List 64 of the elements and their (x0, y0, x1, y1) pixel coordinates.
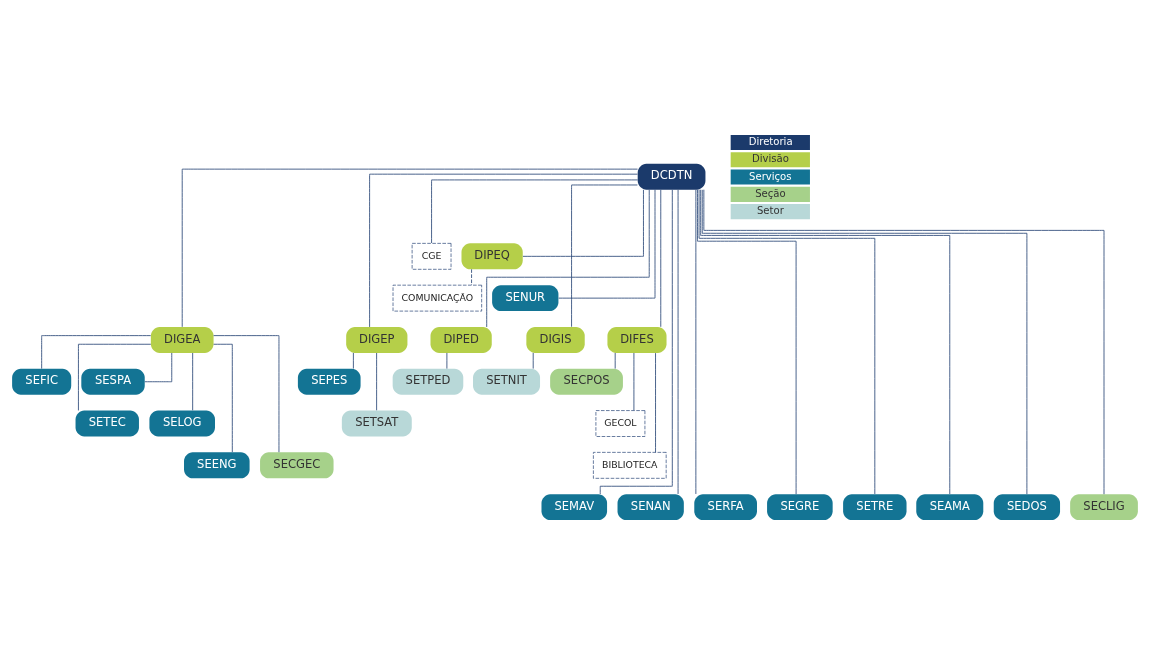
node-box: SEDOS (993, 494, 1061, 521)
connector (41, 335, 152, 370)
legend-label: Serviços (749, 170, 792, 182)
node-box: SECLIG (1070, 494, 1138, 521)
node-box: COMUNICAÇÃO (392, 284, 483, 312)
node-box: DIGEA (150, 326, 214, 353)
node-box: SESPA (81, 368, 145, 395)
node-box: DIGIS (526, 326, 585, 353)
node-box: SEFIC (12, 368, 72, 395)
node-box: GECOL (595, 410, 646, 437)
connector (471, 268, 472, 286)
connector (213, 335, 280, 453)
connector (695, 189, 697, 495)
node-box: SERFA (694, 494, 757, 521)
connector (677, 189, 679, 495)
node-box: SELOG (149, 410, 215, 437)
node-box: SECGEC (260, 452, 334, 479)
node-box: SENAN (617, 494, 684, 521)
connector (352, 352, 354, 370)
node-box: SEENG (184, 452, 250, 479)
node-box: DIGEP (346, 326, 408, 353)
node-box: DIPED (430, 326, 492, 353)
node-box: SEGRE (767, 494, 833, 521)
connector (213, 343, 233, 453)
connector (522, 189, 644, 257)
node-box: SEMAV (541, 494, 608, 521)
connector (599, 189, 673, 495)
node-box: BIBLIOTECA (593, 452, 667, 479)
node-box: DIFES (607, 326, 667, 353)
connector (701, 189, 1028, 495)
node-box: DIPEQ (461, 243, 523, 270)
connector (633, 352, 635, 411)
node-box: SETPED (392, 368, 464, 395)
connector (660, 189, 662, 328)
connector (655, 352, 656, 453)
connector (181, 168, 638, 328)
connector (698, 189, 876, 495)
node-box: SEAMA (916, 494, 984, 521)
node-box: SENUR (492, 285, 559, 312)
connector (697, 189, 797, 495)
node-box: SETRE (843, 494, 907, 521)
connector (571, 184, 638, 328)
legend-label: Seção (755, 188, 786, 200)
connector (614, 352, 616, 370)
legend-label: Divisão (751, 153, 789, 165)
legend-label: Setor (756, 205, 784, 217)
connector (144, 352, 173, 383)
connector (369, 173, 638, 328)
node-box: SETEC (75, 410, 139, 437)
node-box: DCDTN (637, 163, 706, 190)
connector (376, 352, 378, 411)
connector (532, 352, 534, 370)
node-box: SEPES (297, 368, 361, 395)
node-box: SETSAT (341, 410, 412, 437)
node-box: SETNIT (473, 368, 541, 395)
node-box: SECPOS (550, 368, 623, 395)
connector (703, 189, 1105, 495)
connector (700, 189, 951, 495)
connector (558, 189, 656, 299)
connector (192, 352, 194, 411)
legend-label: Diretoria (748, 136, 793, 148)
connector (486, 189, 650, 328)
connector (431, 179, 639, 244)
node-box: CGE (411, 243, 452, 270)
